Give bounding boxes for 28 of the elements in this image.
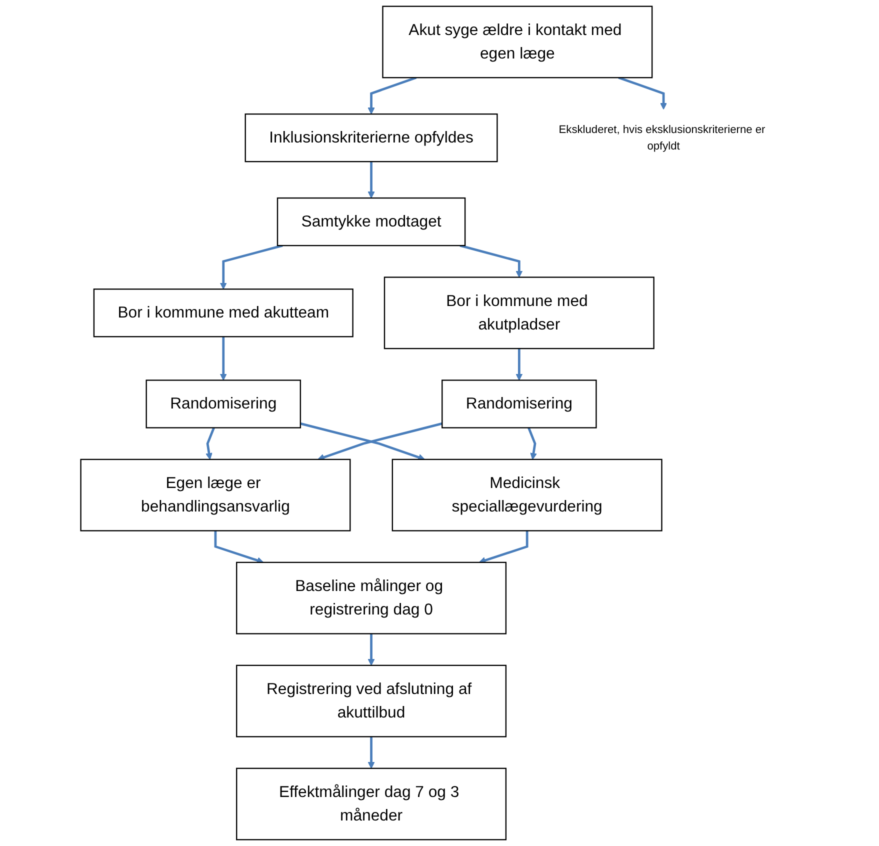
arrow [516, 348, 523, 381]
arrow [478, 530, 528, 564]
arrow [368, 76, 417, 114]
node-box: Baseline målinger og registrering dag 0 [236, 562, 507, 634]
arrow [368, 736, 375, 769]
node-box: Medicinsk speciallægevurdering [392, 458, 662, 532]
arrow [618, 76, 668, 110]
node-box: Randomisering [146, 380, 302, 428]
arrow [368, 162, 375, 198]
arrow [206, 427, 215, 460]
node-box: Randomisering [442, 380, 597, 428]
node-box: Akut syge ældre i kontakt med egen læge [382, 6, 653, 78]
node-box: Egen læge er behandlingsansvarlig [80, 458, 351, 532]
arrow [460, 244, 523, 278]
arrow [528, 427, 537, 460]
arrow [368, 634, 375, 666]
arrow [300, 422, 426, 461]
node-box: Bor i kommune med akutteam [93, 288, 354, 338]
node-box: Registrering ved afslutning af akuttilbud [236, 664, 507, 738]
arrow [220, 336, 227, 381]
arrow [318, 422, 442, 461]
arrow [214, 530, 264, 564]
node-box: Samtykke modtaget [276, 197, 466, 246]
node-box: Inklusionskriterierne opfyldes [244, 113, 498, 162]
arrow [220, 244, 283, 290]
node-text: Ekskluderet, hvis eksklusionskriterierne er opfyldt [558, 122, 766, 152]
node-box: Effektmålinger dag 7 og 3 måneder [236, 768, 507, 840]
node-box: Bor i kommune med akutpladser [384, 276, 654, 350]
